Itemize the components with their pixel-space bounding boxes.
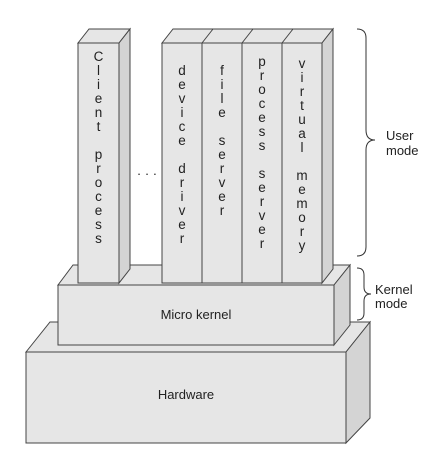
user-mode-label: User mode bbox=[386, 128, 419, 158]
micro-kernel-label: Micro kernel bbox=[161, 307, 232, 322]
client-process-column-side bbox=[118, 27, 131, 285]
ellipsis: · · · bbox=[137, 166, 157, 181]
kernel-mode-label: Kernel mode bbox=[375, 282, 416, 311]
kernel-mode-brace bbox=[356, 267, 372, 321]
server-top-divider bbox=[241, 28, 254, 44]
server-top-divider bbox=[281, 28, 294, 44]
process-server-column-front bbox=[241, 42, 283, 284]
user-mode-label-line: User bbox=[386, 128, 414, 143]
client-process-column-front bbox=[77, 42, 120, 284]
kernel-mode-label-line: Kernel bbox=[375, 282, 413, 297]
device-driver-column-front bbox=[161, 42, 203, 284]
server-group-side bbox=[321, 27, 334, 285]
user-mode-label-line: mode bbox=[386, 143, 419, 158]
virtual-memory-column-front bbox=[281, 42, 323, 284]
user-mode-brace bbox=[356, 28, 376, 257]
server-top-divider bbox=[201, 28, 214, 44]
hardware-block-front bbox=[25, 351, 347, 444]
hardware-label: Hardware bbox=[158, 387, 214, 402]
kernel-mode-label-line: mode bbox=[375, 296, 408, 311]
micro-kernel-block-front bbox=[57, 284, 335, 346]
